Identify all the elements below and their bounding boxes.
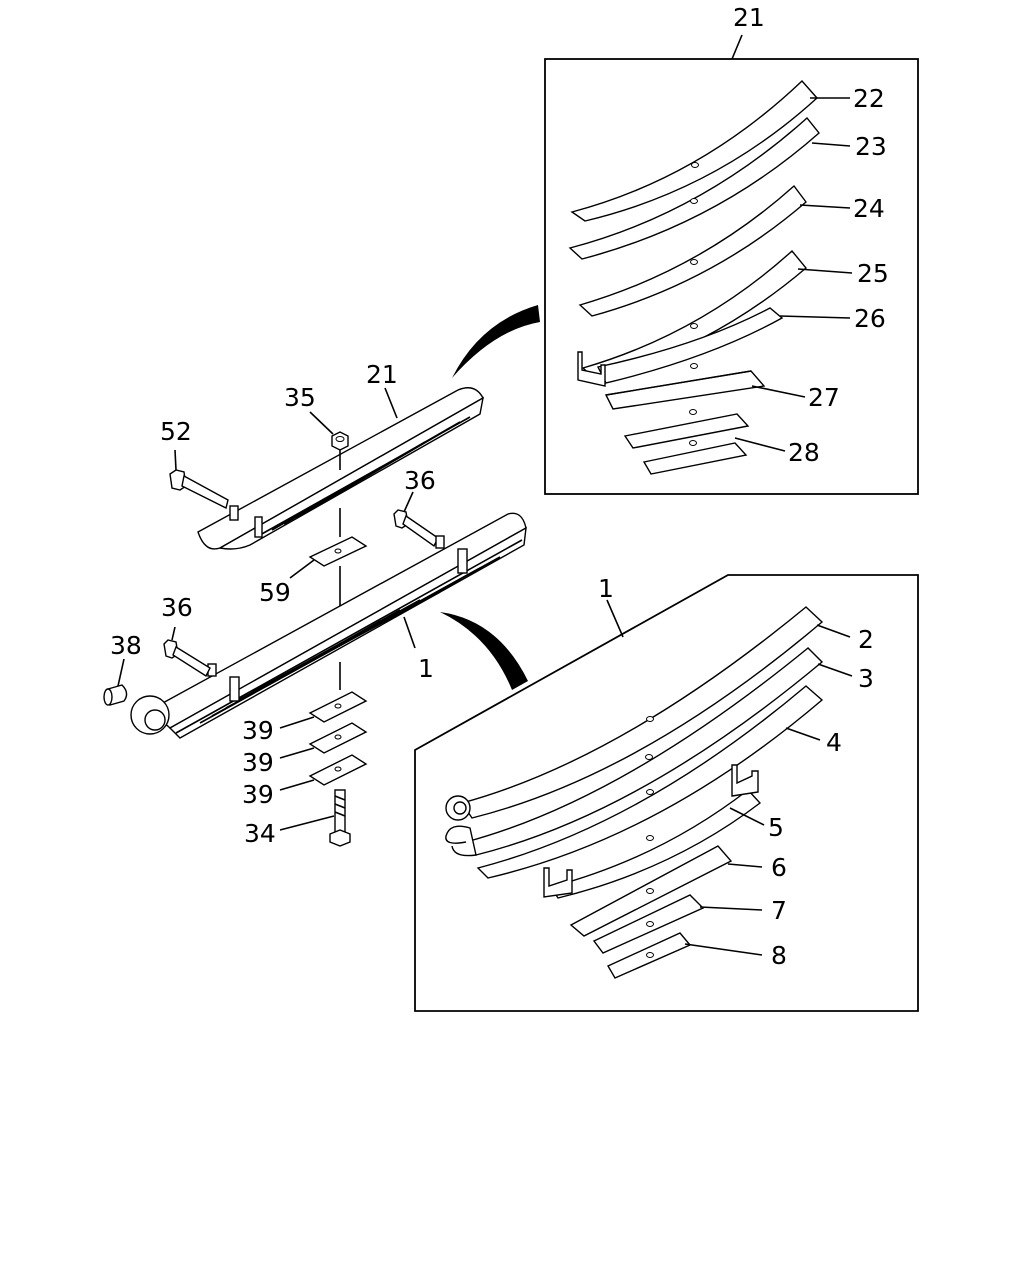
bolt-36-upper bbox=[393, 509, 445, 549]
callout-27: 27 bbox=[808, 383, 840, 412]
pointer-arrow-upper bbox=[452, 305, 540, 378]
leaf-6 bbox=[569, 845, 733, 937]
leaf-7 bbox=[592, 894, 705, 954]
callout-21-detail: 21 bbox=[733, 3, 765, 32]
leaf-23 bbox=[568, 116, 820, 260]
callout-1-assembly: 1 bbox=[418, 654, 434, 683]
callout-36-upper: 36 bbox=[404, 466, 436, 495]
callout-7: 7 bbox=[771, 896, 787, 925]
bolt-36-lower bbox=[163, 639, 211, 678]
callout-39-b: 39 bbox=[242, 748, 274, 777]
leaf-28 bbox=[642, 440, 748, 475]
callout-1-detail: 1 bbox=[598, 574, 614, 603]
detail-box-21 bbox=[544, 34, 919, 495]
leaf-26 bbox=[577, 307, 784, 387]
callout-4: 4 bbox=[826, 728, 842, 757]
callout-35: 35 bbox=[284, 383, 316, 412]
bolt-34 bbox=[329, 789, 351, 847]
callout-28: 28 bbox=[788, 438, 820, 467]
plate-39-a bbox=[308, 691, 368, 723]
spring-assembly-21 bbox=[197, 387, 484, 550]
leaf-27 bbox=[604, 370, 766, 449]
callout-38: 38 bbox=[110, 631, 142, 660]
callout-25: 25 bbox=[857, 259, 889, 288]
spring-assembly-1 bbox=[130, 512, 527, 739]
detail-box-1 bbox=[414, 574, 919, 1012]
bolt-52 bbox=[169, 469, 229, 510]
callout-39-a: 39 bbox=[242, 716, 274, 745]
callout-36-lower: 36 bbox=[161, 593, 193, 622]
callout-34: 34 bbox=[244, 819, 276, 848]
bushing-38 bbox=[103, 684, 128, 706]
callout-6: 6 bbox=[771, 853, 787, 882]
detail-box-1-frame bbox=[414, 574, 919, 1012]
callout-59: 59 bbox=[259, 578, 291, 607]
callout-3: 3 bbox=[858, 664, 874, 693]
callout-2: 2 bbox=[858, 625, 874, 654]
plate-39-b bbox=[308, 722, 368, 754]
leaf-2 bbox=[445, 606, 824, 821]
callout-52: 52 bbox=[160, 417, 192, 446]
nut-35 bbox=[331, 431, 349, 451]
callout-23: 23 bbox=[855, 132, 887, 161]
plate-39-c bbox=[308, 754, 368, 786]
pointer-arrow-lower bbox=[440, 612, 528, 690]
detail-box-21-frame bbox=[544, 58, 919, 495]
callout-21-assembly: 21 bbox=[366, 360, 398, 389]
leaf-24 bbox=[578, 184, 807, 317]
callout-5: 5 bbox=[768, 813, 784, 842]
callout-22: 22 bbox=[853, 84, 885, 113]
leaf-4 bbox=[476, 685, 824, 879]
callout-26: 26 bbox=[854, 304, 886, 333]
callout-39-c: 39 bbox=[242, 780, 274, 809]
callout-24: 24 bbox=[853, 194, 885, 223]
leaf-3 bbox=[445, 647, 824, 857]
callout-8: 8 bbox=[771, 941, 787, 970]
leaf-5 bbox=[543, 764, 762, 899]
